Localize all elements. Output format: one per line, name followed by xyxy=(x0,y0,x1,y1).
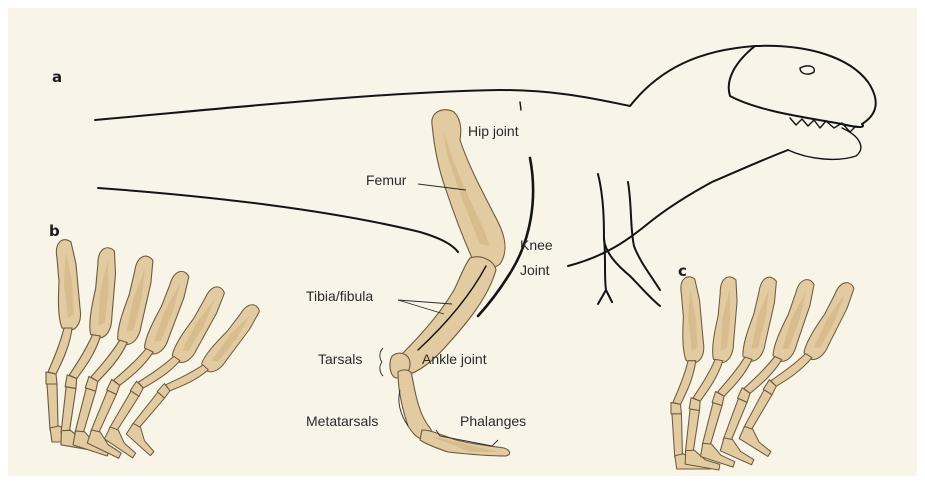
label-femur: Femur xyxy=(366,172,407,188)
label-ankle-joint: Ankle joint xyxy=(422,351,487,367)
panel-label-c: c xyxy=(678,262,687,280)
label-tibia-fibula: Tibia/fibula xyxy=(306,288,373,304)
label-joint: Joint xyxy=(520,262,550,278)
panel-label-a: a xyxy=(52,68,62,86)
figure-background xyxy=(8,8,917,476)
panel-label-b: b xyxy=(49,222,60,240)
label-hip-joint: Hip joint xyxy=(468,123,519,139)
label-metatarsals: Metatarsals xyxy=(306,413,378,429)
label-knee: Knee xyxy=(520,237,553,253)
label-tarsals: Tarsals xyxy=(318,351,362,367)
label-phalanges: Phalanges xyxy=(460,413,526,429)
